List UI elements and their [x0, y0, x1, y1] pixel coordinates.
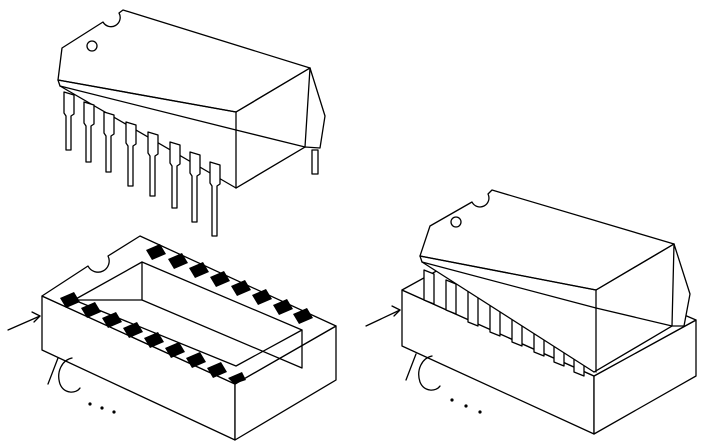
- loose-chip-front-pins: [63, 91, 221, 237]
- loose-chip-pin1-dot: [86, 40, 98, 52]
- loose-chip-top-face: [57, 9, 311, 113]
- seated-handwriting-mark: [405, 353, 417, 381]
- seated-pointer-line: [365, 309, 401, 327]
- inserted-chip-pin1-dot: [450, 216, 462, 228]
- socket-handwriting-mark: [47, 357, 59, 385]
- loose-dip-chip: [57, 9, 326, 237]
- loose-chip-back-pin: [311, 149, 319, 175]
- inserted-chip-top-face: [419, 189, 675, 291]
- seated-assembly: [365, 189, 697, 435]
- empty-socket: [7, 235, 337, 441]
- socket-pointer-line: [7, 315, 41, 331]
- socket-top-face: [41, 235, 337, 385]
- socket-back-contacts: [146, 244, 313, 324]
- socket-front-contacts: [60, 292, 246, 384]
